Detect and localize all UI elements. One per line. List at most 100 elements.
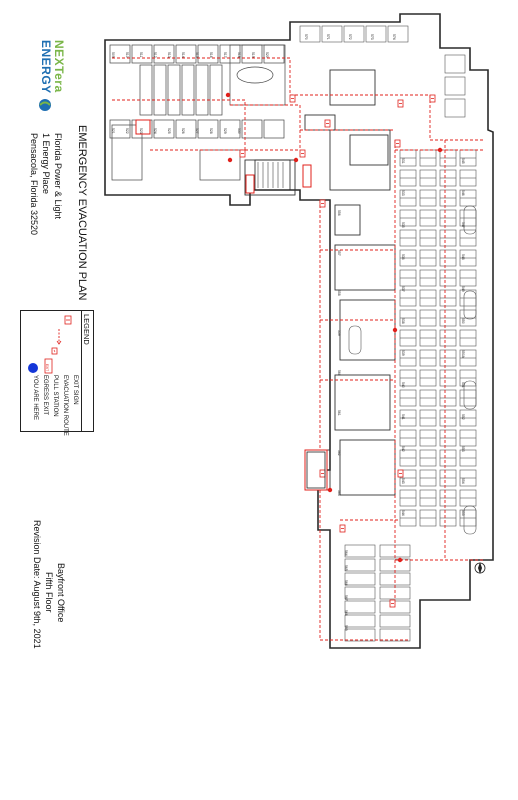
revision-date: Revision Date: August 9th, 2021 <box>32 520 42 649</box>
pull-station-icon <box>397 557 403 563</box>
room-number-label: 518 <box>237 52 241 58</box>
exit-sign-icon <box>324 119 331 128</box>
building-outline <box>104 13 494 649</box>
room-number-label: 550A <box>461 350 465 359</box>
office-room <box>109 119 131 139</box>
room-number-label: 520 <box>265 52 269 58</box>
you-are-here-icon <box>28 363 38 373</box>
room-number-label: 570 <box>304 34 308 40</box>
office-room <box>444 76 466 96</box>
exit-sign-icon <box>339 524 346 533</box>
room-number-label: 536 <box>401 254 405 260</box>
room-number-label: 531 <box>401 158 405 164</box>
room-number-label: 524 <box>153 128 157 134</box>
office-room <box>219 119 241 139</box>
room-number-label: 542 <box>401 446 405 452</box>
exit-sign-icon <box>397 469 404 478</box>
exit-sign-icon <box>319 199 326 208</box>
room-number-label: 511 <box>139 52 143 58</box>
cubicle-block <box>139 64 153 116</box>
office-room <box>365 25 387 43</box>
room-number-label: 574 <box>392 34 396 40</box>
room-number-label: 550 <box>461 318 465 324</box>
room-number-label: 528 <box>209 128 213 134</box>
egress-exit-icon <box>302 164 312 188</box>
office-room <box>109 44 131 64</box>
break-room <box>199 149 241 181</box>
cubicle <box>344 628 376 642</box>
stair-icon <box>254 159 291 191</box>
cubicle-block <box>181 64 195 116</box>
elevator-icon <box>306 451 326 489</box>
conference-table <box>463 290 477 320</box>
room-number-label: 517 <box>223 52 227 58</box>
office-room <box>321 25 343 43</box>
room-number-label: 569 <box>344 625 348 631</box>
office-room <box>299 25 321 43</box>
cubicle-block <box>153 64 167 116</box>
room-number-label: 562 <box>337 450 341 456</box>
room-number-label: 571 <box>326 34 330 40</box>
room-number-label: 510 <box>125 52 129 58</box>
room-number-label: 573 <box>370 34 374 40</box>
exit-sign-icon <box>397 99 404 108</box>
office-room <box>387 25 409 43</box>
room-number-label: 525 <box>167 128 171 134</box>
floor-name: Fifth Floor <box>44 572 54 613</box>
room-number-label: 514 <box>181 52 185 58</box>
pull-station-icon <box>225 92 231 98</box>
stairwell <box>111 124 143 181</box>
logo-brand-top: NEXTera <box>52 40 66 93</box>
legend-label-pull-station: PULL STATION <box>52 375 58 417</box>
room-number-label: 557 <box>337 250 341 256</box>
plan-title: EMERGENCY EVACUATION PLAN <box>76 125 88 301</box>
evacuation-route-line <box>319 470 410 641</box>
exit-sign-icon <box>239 149 246 158</box>
pull-station-icon <box>327 487 333 493</box>
room-number-label: 559 <box>337 330 341 336</box>
nextera-logo: NEXTera ENERGY <box>34 38 68 114</box>
company-name: Florida Power & Light <box>53 133 63 220</box>
cubicle <box>344 614 376 628</box>
exit-sign-icon <box>319 469 326 478</box>
room-number-label: 552 <box>461 414 465 420</box>
exit-sign-icon <box>394 139 401 148</box>
legend-heading: LEGEND <box>82 314 91 345</box>
svg-text:EXIT: EXIT <box>45 364 49 371</box>
egress-exit-icon: EXIT <box>44 358 53 374</box>
office-room <box>197 44 219 64</box>
legend: LEGEND EXIT EXIT SIGN EVACUATION ROUTE P… <box>20 310 94 436</box>
legend-label-you-are-here: YOU ARE HERE <box>32 375 38 421</box>
evacuation-route-line <box>112 57 430 96</box>
north-arrow-icon <box>474 562 486 574</box>
cubicle <box>344 558 376 572</box>
room-number-label: 547 <box>461 222 465 228</box>
evacuation-route-line <box>429 95 485 141</box>
cubicle <box>379 614 411 628</box>
room-number-label: 546 <box>461 190 465 196</box>
legend-label-evacuation-route: EVACUATION ROUTE <box>62 375 68 436</box>
conference-table <box>463 380 477 410</box>
exit-sign-icon <box>389 599 396 608</box>
cubicle-block <box>209 64 223 116</box>
office-room <box>444 54 466 74</box>
room-number-label: 539 <box>401 350 405 356</box>
office-room <box>175 44 197 64</box>
office-room <box>197 119 219 139</box>
room-number-label: 549 <box>461 286 465 292</box>
conference-table <box>348 325 362 355</box>
evacuation-route-icon <box>56 329 62 345</box>
office-room <box>153 44 175 64</box>
room-number-label: 548 <box>461 254 465 260</box>
room-number-label: 535 <box>401 222 405 228</box>
legend-label-egress-exit: EGRESS EXIT <box>42 375 48 416</box>
office-room <box>241 119 263 139</box>
room-number-label: 538 <box>401 318 405 324</box>
room-number-label: 513 <box>167 52 171 58</box>
egress-exit-icon <box>304 449 328 491</box>
office-room <box>175 119 197 139</box>
room-number-label: 521 <box>111 128 115 134</box>
company-address-1: 1 Energy Place <box>41 133 51 195</box>
cubicle <box>379 572 411 586</box>
